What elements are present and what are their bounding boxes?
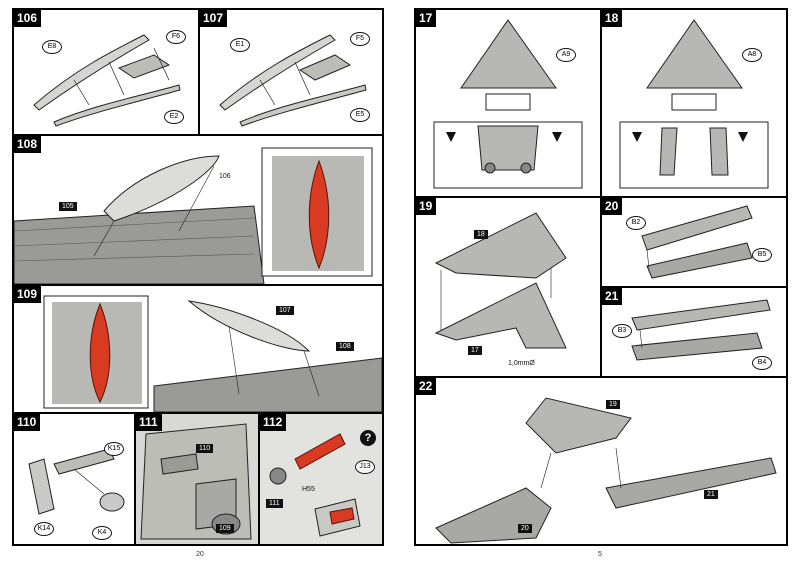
part-callout: B2	[626, 216, 646, 230]
right-page-number: 5	[598, 551, 602, 558]
step-20-panel: 20 B2 B5	[602, 198, 786, 286]
part-callout: E5	[350, 108, 370, 122]
step-number: 111	[136, 414, 162, 431]
step-reference: 17	[468, 346, 482, 355]
help-icon: ?	[360, 430, 376, 446]
wing-halves-illustration	[434, 212, 567, 349]
step-reference: 110	[196, 444, 214, 453]
step-number: 108	[14, 136, 42, 153]
step-number: 18	[602, 10, 623, 27]
step-number: 19	[416, 198, 437, 215]
part-label: H55	[302, 486, 315, 493]
part-callout: F6	[166, 30, 186, 44]
step-number: 20	[602, 198, 623, 215]
step-108-panel: 108 105 106	[14, 136, 382, 284]
nose-gear-illustration	[28, 448, 125, 515]
part-callout: K15	[104, 442, 124, 456]
step-reference: 111	[266, 499, 283, 508]
part-callout: B4	[752, 356, 772, 370]
drill-size-label: 1,0mmØ	[508, 360, 535, 367]
wing-upper-illustration	[619, 19, 769, 189]
step-112-panel: 112 J13 H55 111 ?	[260, 414, 382, 544]
step-21-panel: 21 B3 B4	[602, 288, 786, 376]
step-number: 112	[260, 414, 287, 431]
step-106-panel: 106 E8 F6 E2	[14, 10, 198, 134]
step-22-panel: 22 19 21 20	[416, 378, 786, 544]
part-callout: B5	[752, 248, 772, 262]
step-number: 107	[200, 10, 228, 27]
fuselage-canopy-illustration	[43, 295, 382, 412]
part-callout: B3	[612, 324, 632, 338]
gear-bay-illustration	[136, 414, 258, 544]
step-reference: 106	[219, 173, 231, 180]
part-callout: A8	[742, 48, 762, 62]
canopy-parts-illustration	[33, 34, 181, 127]
step-19-panel: 19 18 17 1,0mmØ	[416, 198, 600, 376]
step-number: 106	[14, 10, 42, 27]
part-callout: E1	[230, 38, 250, 52]
step-number: 17	[416, 10, 437, 27]
step-reference: 105	[59, 202, 77, 211]
fuselage-canopy-illustration	[14, 147, 373, 284]
step-111-panel: 111 110 109	[136, 414, 258, 544]
part-callout: A9	[556, 48, 576, 62]
left-instruction-page: 106 E8 F6 E2 107 E1 F5 E5 108	[12, 8, 384, 546]
step-reference: 18	[474, 230, 488, 239]
part-callout: K4	[92, 526, 112, 540]
part-callout: F5	[350, 32, 370, 46]
tail-assembly-illustration	[435, 397, 777, 544]
step-reference: 21	[704, 490, 718, 499]
tailplane-illustration	[641, 205, 753, 279]
step-17-panel: 17 A9	[416, 10, 600, 196]
step-reference: 20	[518, 524, 532, 533]
step-reference: 109	[216, 524, 234, 533]
part-callout: E2	[164, 110, 184, 124]
step-number: 21	[602, 288, 623, 305]
step-110-panel: 110 K15 K14 K4	[14, 414, 134, 544]
step-18-panel: 18 A8	[602, 10, 786, 196]
part-callout: E8	[42, 40, 62, 54]
left-page-number: 20	[196, 551, 204, 558]
step-reference: 108	[336, 342, 354, 351]
step-107-panel: 107 E1 F5 E5	[200, 10, 382, 134]
step-reference: 19	[606, 400, 620, 409]
step-number: 22	[416, 378, 437, 395]
step-reference: 107	[276, 306, 294, 315]
wing-underside-illustration	[433, 19, 583, 189]
step-number: 110	[14, 414, 41, 431]
canopy-parts-illustration	[219, 34, 367, 127]
step-109-panel: 109 107 108	[14, 286, 382, 412]
tailplane-illustration	[631, 299, 771, 361]
step-number: 109	[14, 286, 42, 303]
part-callout: J13	[355, 460, 375, 474]
part-callout: K14	[34, 522, 54, 536]
right-instruction-page: 17 A9 18 A8 19	[414, 8, 788, 546]
